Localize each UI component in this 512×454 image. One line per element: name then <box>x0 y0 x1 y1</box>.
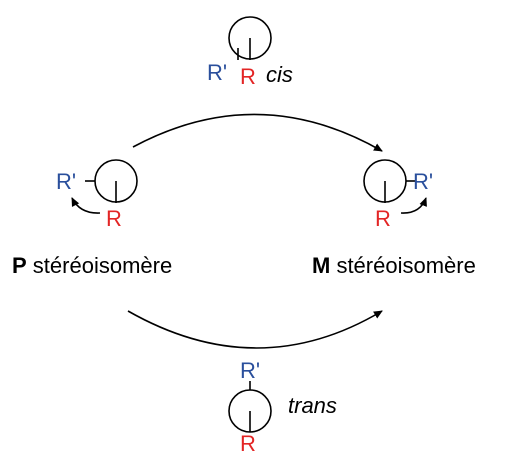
substituent-r: R <box>240 64 256 89</box>
trans-structure: R' R trans <box>228 358 337 454</box>
trans-label: trans <box>288 393 337 418</box>
substituent-r-prime: R' <box>413 169 433 194</box>
p-structure: R' R P stéréoisomère <box>12 159 172 278</box>
rotation-arrow-icon <box>400 197 427 214</box>
p-stereoisomer-label: P stéréoisomère <box>12 253 172 278</box>
substituent-r: R <box>240 431 256 454</box>
m-structure: R' R M stéréoisomère <box>312 159 476 278</box>
cis-structure: R' R cis <box>207 16 293 89</box>
substituent-r-prime: R' <box>240 358 260 383</box>
substituent-r: R <box>106 206 122 231</box>
substituent-r: R <box>375 206 391 231</box>
arrow-bottom <box>127 310 383 349</box>
m-stereoisomer-label: M stéréoisomère <box>312 253 476 278</box>
substituent-r-prime: R' <box>207 60 227 85</box>
arrow-top <box>132 113 383 152</box>
rotation-arrow-icon <box>71 197 101 214</box>
cis-label: cis <box>266 62 293 87</box>
substituent-r-prime: R' <box>56 169 76 194</box>
